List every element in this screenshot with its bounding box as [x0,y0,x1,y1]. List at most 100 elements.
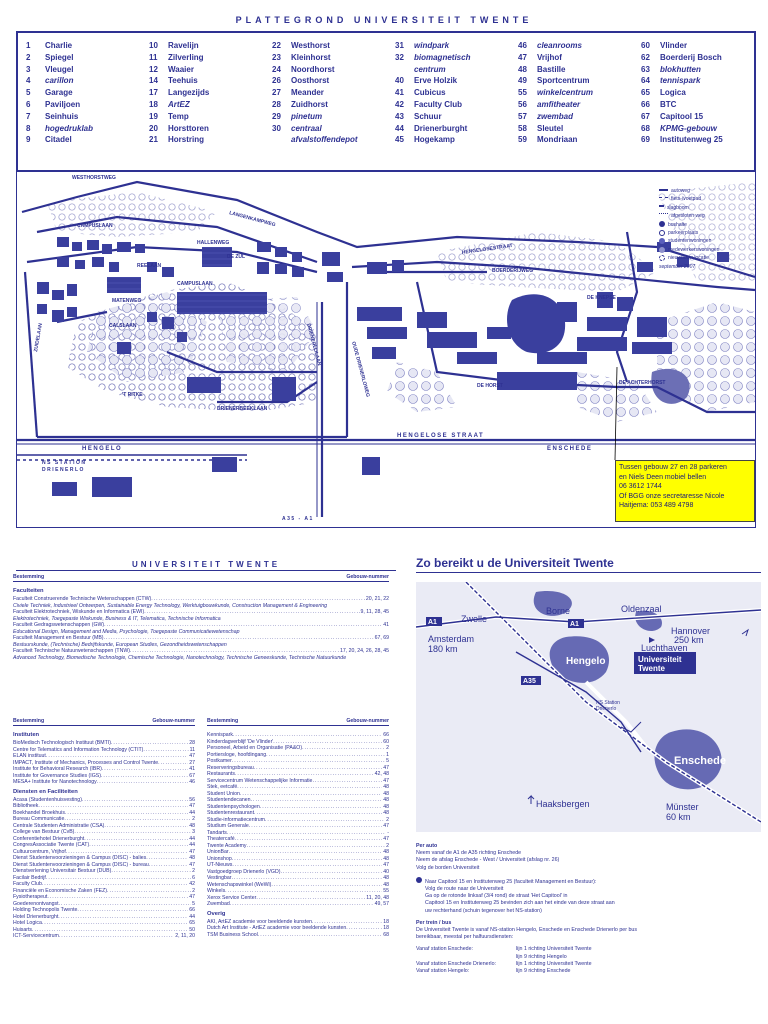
service-row: Studium Generale47 [207,823,389,830]
service-row-name: UT-Nieuws [207,862,233,868]
institute-row-name: BioMedisch Technologisch Instituut (BMTI… [13,740,111,746]
service-row-number: 47 [189,848,195,855]
building-number: 2 [26,52,31,62]
forest-area [87,292,207,382]
service-row: Kinderdagverblijf 'De Vlinder'60 [207,739,389,746]
building-name: Cubicus [414,88,446,98]
building-name: Bastille [537,64,566,74]
institute-row-name: Institute for Behavioral Research (IBR) [13,766,102,772]
service-row-number: 48 [383,875,389,881]
service-row-name: Vastgoedgroep Drienerlo (VGD) [207,868,281,875]
service-row: Dienst Studentenvoorzieningen & Campus (… [13,855,195,862]
building-entry[interactable]: afvalstoffendepot [272,134,358,146]
building-name: centraal [291,123,322,133]
institute-row-number: 67 [189,772,195,779]
building-number: 8 [26,123,31,133]
building-number: 67 [641,111,650,121]
service-row: Student Union48 [207,791,389,798]
route-map[interactable]: A1 Zwolle Amsterdam 180 km Borne Oldenza… [416,582,761,832]
map-legend: autoweg fiets-/voetpad slagboom afgeslot… [659,188,720,270]
building-entry[interactable]: 48 Bastille [518,64,593,76]
service-row: Facilair Bedrijf6 [13,875,195,882]
service-row-number: 44 [189,809,195,816]
service-row-name: Unionshop [207,855,232,862]
service-row-number: 66 [189,907,195,913]
a1-shield-mid: A1 [570,621,579,628]
building-number: 3 [26,64,31,74]
service-row-number: 2 [386,745,389,751]
building-name: Waaier [168,64,194,74]
service-row: Faculty Club42 [13,881,195,888]
campus-map[interactable]: WESTHORSTWEG LANGENKAMPWEG CAMPUSLAAN CA… [17,172,755,527]
building-number: 47 [518,52,527,62]
forest-area [577,372,657,422]
directions-rule [416,572,761,573]
bus-from: Vanaf station Enschede: [416,946,474,953]
service-row: Hotel Logica65 [13,920,195,927]
other-row-name: Dutch Art Institute - ArtEZ academie voo… [207,925,347,931]
building-number: 48 [518,64,527,74]
service-row-number: 11, 20, 48 [366,894,389,901]
legend-divider [16,170,756,172]
building-number: 68 [641,123,650,133]
service-row: Personeel, Arbeid en Organisatie (PA&O)2 [207,745,389,752]
building-entry[interactable]: centrum [395,64,470,76]
forest-area [387,362,457,412]
service-row-name: Studie-informatiecentrum [207,816,265,823]
service-row-number: 48 [383,797,389,803]
